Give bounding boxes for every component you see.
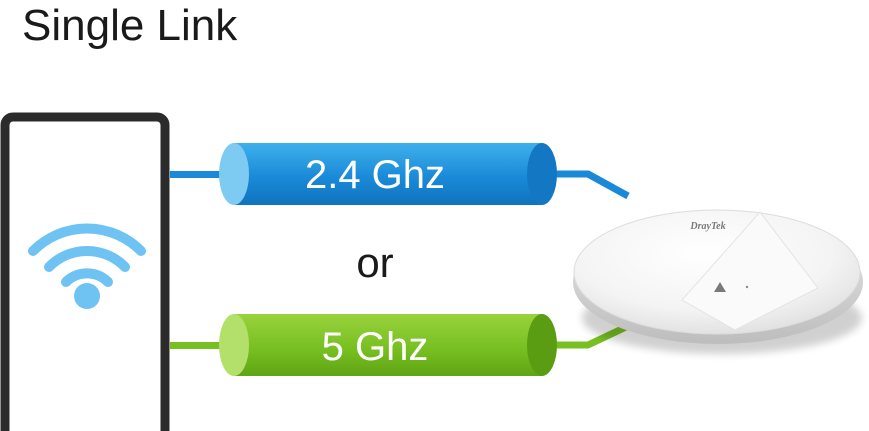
- link-2-4ghz-label: 2.4 Ghz: [305, 153, 445, 197]
- or-separator: or: [356, 239, 393, 286]
- link-2-4ghz: 2.4 Ghz: [170, 143, 630, 205]
- access-point-panel: [681, 211, 819, 331]
- wifi-icon: [28, 223, 146, 309]
- link-5ghz-tube-cap: [219, 314, 249, 376]
- link-5ghz-label: 5 Ghz: [322, 325, 429, 369]
- link-2-4ghz-left-line: [170, 171, 230, 178]
- link-5ghz-tube: [234, 314, 542, 376]
- link-2-4ghz-tube: [234, 143, 542, 205]
- client-device: [0, 112, 170, 431]
- link-2-4ghz-tube-cap: [219, 143, 249, 205]
- access-point-led-icon: [714, 282, 726, 292]
- link-5ghz-left-line: [170, 342, 230, 349]
- diagram-title: Single Link: [22, 1, 238, 50]
- access-point-icon: DrayTek: [573, 209, 863, 354]
- access-point-status-dot: [745, 285, 749, 289]
- access-point-brand: DrayTek: [689, 221, 725, 232]
- link-5ghz: 5 Ghz: [170, 314, 628, 376]
- link-5ghz-tube-end: [527, 314, 557, 376]
- link-2-4ghz-tube-end: [527, 143, 557, 205]
